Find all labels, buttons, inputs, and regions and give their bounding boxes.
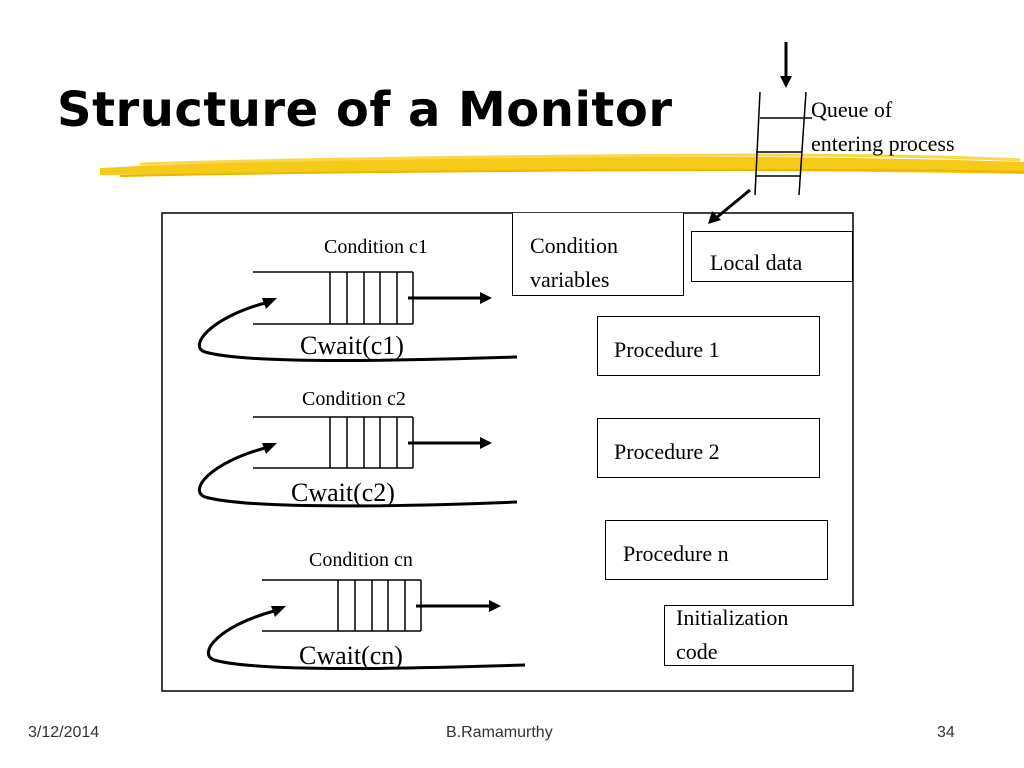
procedure-1-box	[597, 316, 820, 376]
procedure-n-box	[605, 520, 828, 580]
initialization-code-box	[664, 605, 854, 666]
cwait-c2-label: Cwait(c2)	[291, 478, 395, 507]
entering-queue-label-line1: Queue of	[811, 97, 893, 122]
entering-queue-label-line2: entering process	[811, 131, 955, 156]
procedure-2-label: Procedure 2	[614, 439, 720, 464]
monitor-boundary	[161, 212, 854, 692]
cwait-c1-label: Cwait(c1)	[300, 331, 404, 360]
condition-variables-line1: Condition	[530, 233, 619, 258]
footer-author: B.Ramamurthy	[446, 724, 553, 741]
local-data-label: Local data	[710, 250, 803, 275]
footer-page-number: 34	[937, 724, 955, 741]
condition-c2-label: Condition c2	[302, 388, 406, 410]
cwait-cn-label: Cwait(cn)	[299, 641, 403, 670]
condition-c1-label: Condition c1	[324, 236, 428, 258]
initialization-code-line1: Initialization	[676, 605, 789, 630]
slide-title: Structure of a Monitor	[57, 82, 673, 138]
condition-queue-c2	[198, 416, 518, 508]
condition-cn-label: Condition cn	[309, 549, 413, 571]
condition-variables-line2: variables	[530, 267, 610, 292]
condition-variables-box	[512, 213, 684, 296]
procedure-n-label: Procedure n	[623, 541, 729, 566]
footer-date: 3/12/2014	[28, 724, 100, 741]
procedure-1-label: Procedure 1	[614, 337, 720, 362]
initialization-code-line2: code	[676, 639, 718, 664]
condition-queue-cn	[207, 579, 526, 670]
title-underline-brush	[100, 153, 1024, 177]
procedure-2-box	[597, 418, 820, 478]
local-data-box	[691, 231, 853, 282]
condition-queue-c1	[198, 271, 518, 362]
entering-queue	[708, 42, 812, 224]
